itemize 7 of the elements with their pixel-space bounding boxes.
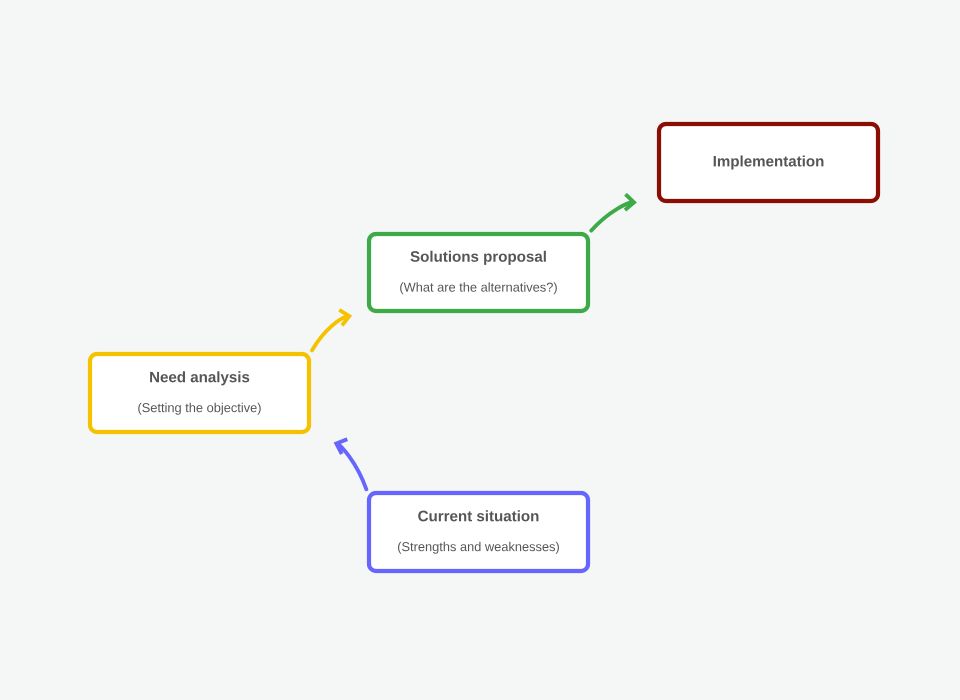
arrow bbox=[589, 192, 637, 232]
process-box: Solutions proposal (What are the alternatives?) bbox=[366, 232, 590, 314]
process-box: Need analysis (Setting the objective) bbox=[88, 352, 312, 434]
arrow bbox=[310, 308, 352, 352]
process-box: Implementation bbox=[656, 122, 880, 204]
process-box: Current situation (Strengths and weaknesses) bbox=[366, 490, 590, 574]
arrow bbox=[334, 437, 368, 492]
